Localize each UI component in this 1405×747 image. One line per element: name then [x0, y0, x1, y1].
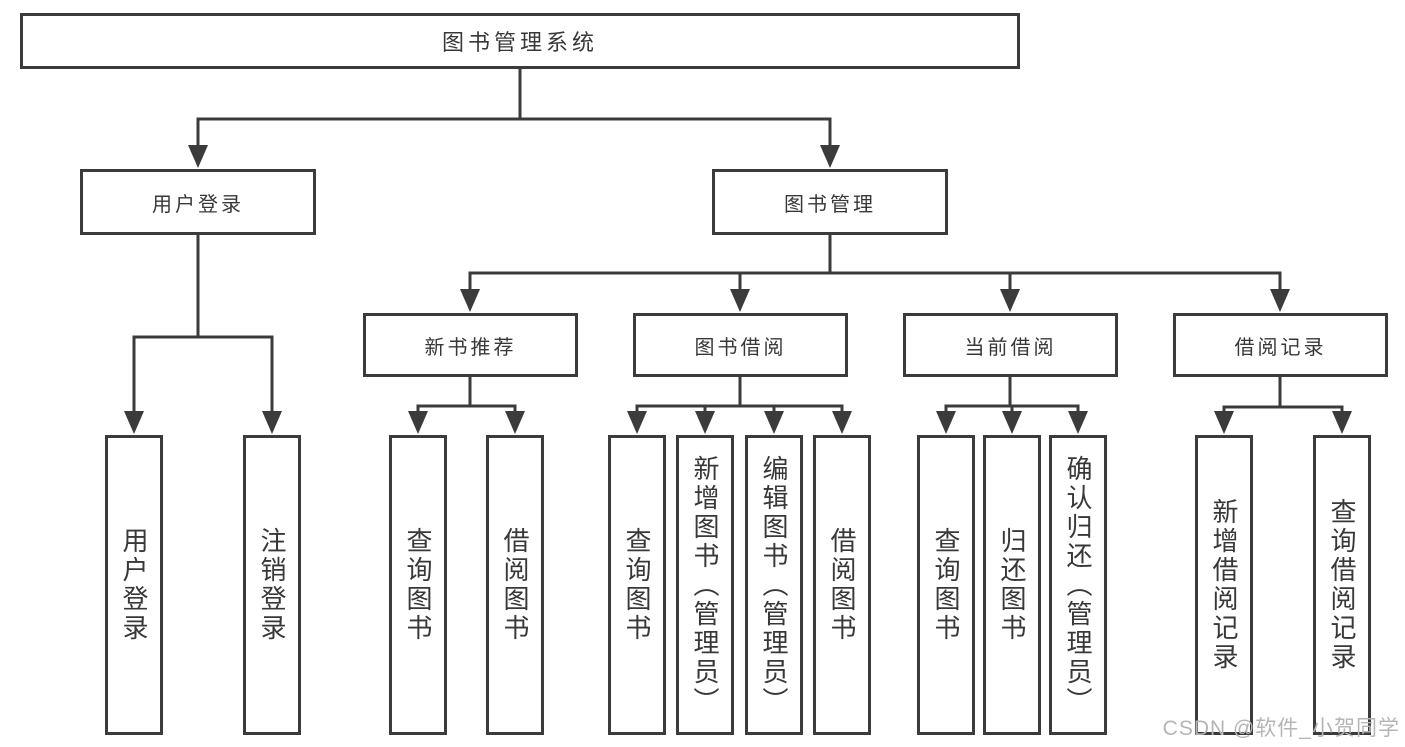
leaf-add-book-admin: 新增图书（管理员）: [676, 435, 734, 735]
node-label: 新增图书（管理员）: [690, 454, 720, 716]
node-label: 当前借阅: [964, 336, 1057, 359]
node-label: 借阅图书: [827, 527, 857, 643]
arrowheads: [124, 145, 1352, 434]
node-label: 查询图书: [622, 527, 652, 643]
node-label: 查询图书: [403, 527, 433, 643]
node-label: 查询图书: [931, 527, 961, 643]
node-label: 新增借阅记录: [1209, 498, 1239, 672]
leaf-borrow-books-recommend: 借阅图书: [486, 435, 544, 735]
leaf-query-borrow-record: 查询借阅记录: [1313, 435, 1371, 735]
node-borrowing-records: 借阅记录: [1173, 313, 1388, 377]
node-label: 用户登录: [152, 193, 244, 216]
node-label: 确认归还（管理员）: [1063, 454, 1093, 716]
node-label: 注销登录: [257, 527, 287, 643]
node-label: 借阅记录: [1234, 336, 1327, 359]
node-label: 图书管理系统: [441, 30, 598, 55]
node-current-borrowing: 当前借阅: [903, 313, 1118, 377]
leaf-return-book: 归还图书: [983, 435, 1041, 735]
node-label: 借阅图书: [500, 527, 530, 643]
node-label: 用户登录: [119, 527, 149, 643]
node-library-management-system: 图书管理系统: [20, 13, 1020, 69]
node-book-management: 图书管理: [712, 169, 948, 235]
leaf-user-login: 用户登录: [105, 435, 163, 735]
node-label: 归还图书: [997, 527, 1027, 643]
leaf-edit-book-admin: 编辑图书（管理员）: [745, 435, 803, 735]
leaf-confirm-return-admin: 确认归还（管理员）: [1049, 435, 1107, 735]
leaf-query-books-borrow: 查询图书: [608, 435, 666, 735]
node-label: 查询借阅记录: [1327, 498, 1357, 672]
node-book-borrowing: 图书借阅: [633, 313, 848, 377]
leaf-query-books-current: 查询图书: [917, 435, 975, 735]
node-new-book-recommend: 新书推荐: [363, 313, 578, 377]
leaf-query-books-recommend: 查询图书: [389, 435, 447, 735]
node-label: 编辑图书（管理员）: [759, 454, 789, 716]
node-label: 图书管理: [784, 193, 876, 216]
csdn-watermark: CSDN @软件_小贺同学: [1162, 717, 1400, 740]
node-label: 新书推荐: [424, 336, 517, 359]
leaf-borrow-books: 借阅图书: [813, 435, 871, 735]
node-user-login: 用户登录: [80, 169, 316, 235]
node-label: 图书借阅: [694, 336, 787, 359]
leaf-logout: 注销登录: [243, 435, 301, 735]
leaf-add-borrow-record: 新增借阅记录: [1195, 435, 1253, 735]
